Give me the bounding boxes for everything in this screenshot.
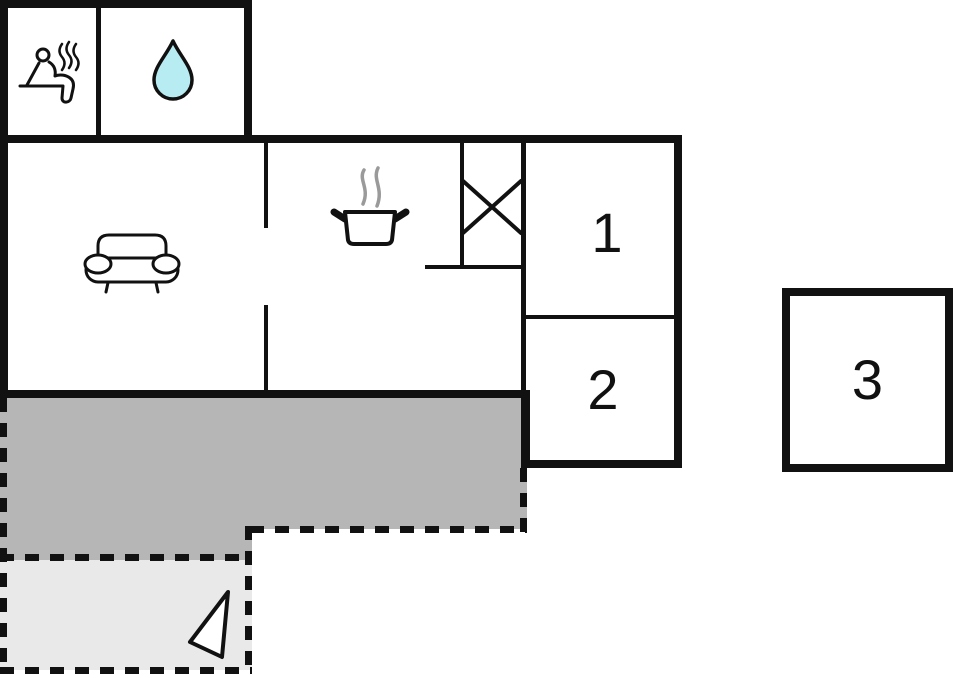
room-3: 3	[782, 288, 953, 472]
wall-main-left	[0, 143, 8, 398]
room-1-label: 1	[591, 201, 623, 264]
patio-border-right	[245, 526, 252, 672]
wardrobe-cross-icon	[461, 179, 523, 235]
wall-living-kitchen-upper	[264, 143, 268, 228]
wall-main-right	[674, 143, 682, 468]
wall-bedroom2-left-thick	[521, 390, 530, 468]
patio-border-bottom	[0, 667, 252, 674]
wall-bedrooms-bottom	[523, 460, 682, 468]
wall-kitchen-counter	[425, 265, 523, 269]
wall-wardrobe-left	[460, 143, 464, 269]
wall-sauna-bath-divider	[96, 8, 101, 136]
sauna-icon	[18, 40, 80, 104]
terrace-area	[0, 398, 527, 529]
terrace-border-bottom-right	[250, 526, 527, 533]
room-3-label: 3	[851, 348, 884, 411]
terrace-patio-divider	[0, 554, 252, 561]
wall-living-kitchen-lower	[264, 305, 268, 392]
wall-main-top	[0, 135, 682, 143]
terrace-border-left	[0, 398, 7, 672]
wall-annex-top	[0, 0, 252, 8]
room-2-label: 2	[587, 358, 619, 421]
terrace-border-right	[520, 468, 527, 532]
sofa-icon	[83, 233, 181, 294]
cooking-pot-icon	[330, 166, 410, 246]
wall-bedroom-divider	[521, 315, 674, 319]
wall-main-bottom	[0, 390, 529, 398]
wall-annex-left	[0, 0, 8, 143]
wall-annex-right	[244, 0, 252, 143]
north-arrow-icon	[188, 590, 230, 659]
wall-bedrooms-left	[521, 143, 526, 460]
water-drop-icon	[152, 39, 194, 101]
